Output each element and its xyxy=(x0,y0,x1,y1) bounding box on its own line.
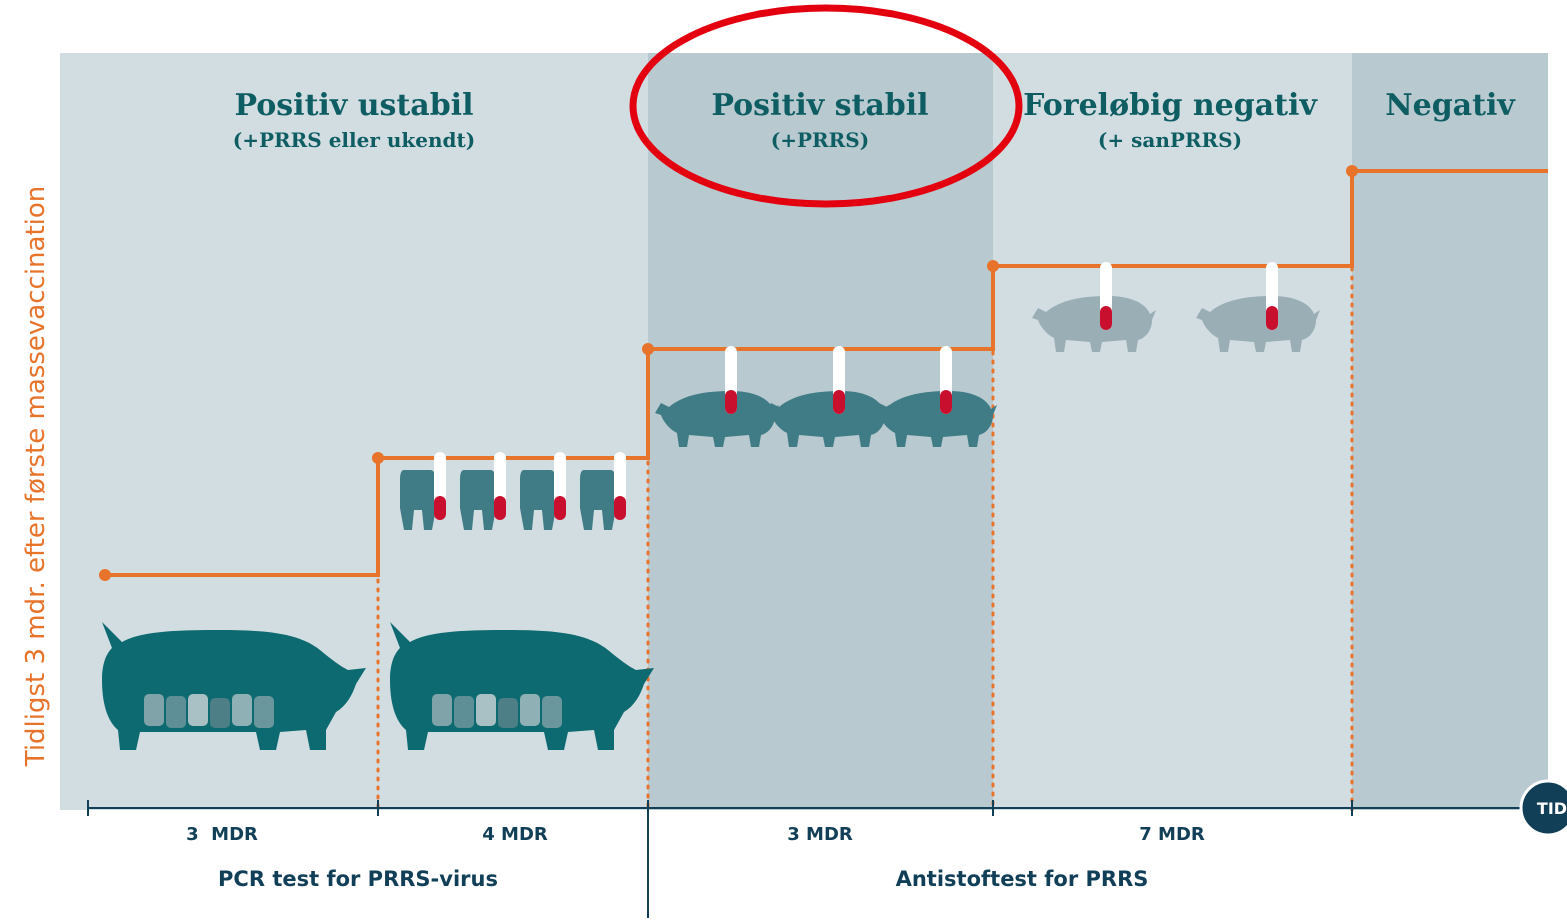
blood-sample-tube-icon xyxy=(494,452,506,520)
phase-subtitle-positiv-ustabil: (+PRRS eller ukendt) xyxy=(233,128,475,152)
duration-label-4: 7 MDR xyxy=(1139,824,1205,845)
step-marker-2 xyxy=(372,452,384,464)
blood-sample-tube-icon xyxy=(833,346,845,414)
phase-title-forelobig-negativ: Foreløbig negativ xyxy=(1023,88,1318,123)
test-label-pcr: PCR test for PRRS-virus xyxy=(218,867,498,891)
phase-title-negativ: Negativ xyxy=(1385,88,1516,123)
blood-sample-tube-icon xyxy=(1266,262,1278,330)
blood-sample-tube-icon xyxy=(614,452,626,520)
step-marker-1 xyxy=(99,569,111,581)
phase-subtitle-positiv-stabil: (+PRRS) xyxy=(771,128,869,152)
phase-panel-forelobig-negativ xyxy=(993,53,1352,810)
time-label: TID xyxy=(1537,799,1567,818)
time-axis-end-badge xyxy=(1519,779,1567,837)
blood-sample-tube-icon xyxy=(434,452,446,520)
sow-with-piglets-icon xyxy=(102,622,366,750)
blood-sample-tube-icon xyxy=(725,346,737,414)
step-marker-3 xyxy=(642,343,654,355)
duration-label-3: 3 MDR xyxy=(787,824,853,845)
step-marker-4 xyxy=(987,260,999,272)
blood-sample-tube-icon xyxy=(940,346,952,414)
highlight-ellipse xyxy=(629,4,1023,208)
phase-title-positiv-stabil: Positiv stabil xyxy=(711,88,928,123)
phase-panel-negativ xyxy=(1352,53,1548,810)
phase-subtitle-forelobig-negativ: (+ sanPRRS) xyxy=(1098,128,1242,152)
status-step-line xyxy=(105,169,1548,577)
blood-sample-tube-icon xyxy=(554,452,566,520)
time-axis-ticks xyxy=(87,800,1353,918)
test-label-antistof: Antistoftest for PRRS xyxy=(896,867,1149,891)
step-marker-5 xyxy=(1346,165,1358,177)
sow-with-piglets-icon xyxy=(390,622,654,750)
dotted-separators xyxy=(376,266,1354,812)
duration-label-2: 4 MDR xyxy=(482,824,548,845)
phase-title-positiv-ustabil: Positiv ustabil xyxy=(235,88,474,123)
blood-sample-tube-icon xyxy=(1100,262,1112,330)
duration-label-1: 3 MDR xyxy=(186,824,258,845)
y-axis-label: Tidligst 3 mdr. efter første massevaccin… xyxy=(21,186,51,768)
